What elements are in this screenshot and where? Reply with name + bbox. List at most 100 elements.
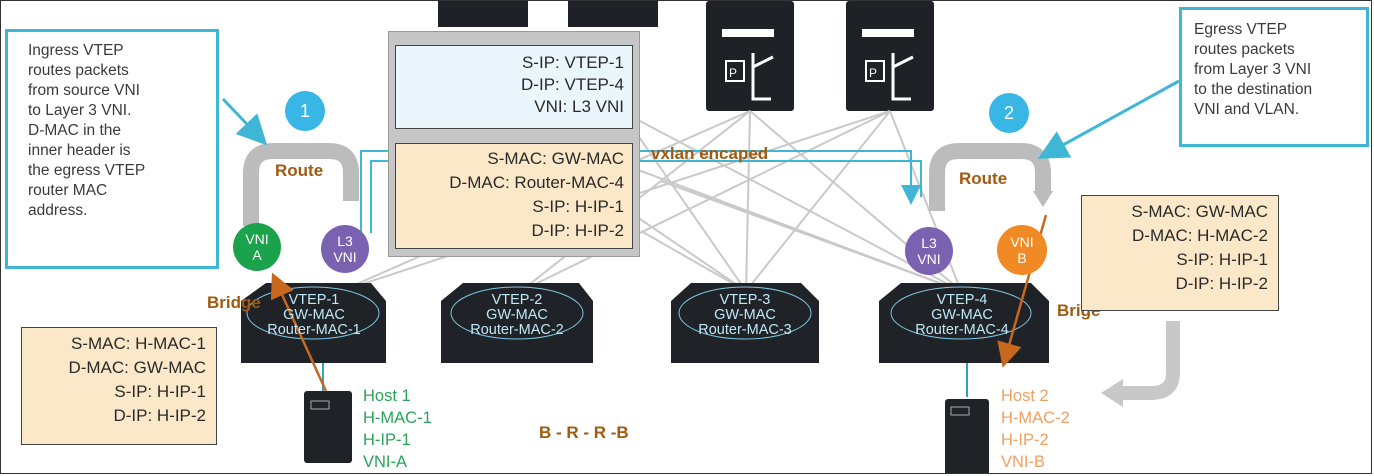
vni-a-line: A	[252, 247, 262, 263]
spine-switch-1	[438, 1, 528, 27]
vtep-4-label: VTEP-4 GW-MAC Router-MAC-4	[887, 293, 1037, 338]
host-line: VNI-B	[1001, 453, 1046, 471]
outer-header-line: D-IP: VTEP-4	[521, 75, 624, 94]
vxlan-tunnel-line-2	[370, 160, 922, 233]
callout-line: from Layer 3 VNI	[1194, 61, 1312, 78]
bridge-arrow-left	[270, 272, 328, 392]
delivery-arrow	[1119, 321, 1180, 400]
host-line: H-MAC-1	[363, 409, 432, 427]
callout-line: from source VNI	[28, 82, 140, 99]
vtep-line: VTEP-3	[719, 292, 771, 308]
callout-line: to Layer 3 VNI.	[28, 102, 132, 119]
step-2-badge: 2	[989, 93, 1029, 133]
spine-switch-3: P	[706, 1, 794, 111]
host-line: H-IP-2	[1001, 431, 1049, 449]
l3-vni-line: VNI	[917, 251, 941, 267]
host1-frame-header: S-MAC: H-MAC-1 D-MAC: GW-MAC S-IP: H-IP-…	[21, 327, 217, 445]
vtep-line: Router-MAC-2	[470, 322, 564, 338]
vtep-3-label: VTEP-3 GW-MAC Router-MAC-3	[670, 293, 820, 338]
sequence-label: B - R - R -B	[539, 423, 629, 442]
vtep-1-label: VTEP-1 GW-MAC Router-MAC-1	[239, 293, 389, 338]
header-line: S-IP: H-IP-1	[1176, 250, 1268, 269]
l3-vni-left-circle: L3 VNI	[321, 225, 369, 273]
vtep-line: Router-MAC-4	[915, 322, 1009, 338]
egress-callout: Egress VTEP routes packets from Layer 3 …	[1179, 7, 1369, 147]
route-arrow-left	[243, 143, 359, 226]
vni-a-circle: VNI A	[233, 223, 281, 271]
vtep-line: VTEP-2	[491, 292, 543, 308]
route-label-left: Route	[275, 161, 324, 180]
header-line: D-MAC: H-MAC-2	[1132, 226, 1268, 245]
inner-header-line: D-MAC: Router-MAC-4	[449, 173, 624, 192]
svg-text:P: P	[869, 66, 877, 80]
vxlan-label: vxlan encaped	[651, 144, 769, 163]
bridge-label-left: Bridge	[207, 293, 261, 312]
callout-line: address.	[28, 202, 88, 219]
host-line: Host 2	[1001, 387, 1049, 405]
header-line: D-IP: H-IP-2	[1175, 274, 1268, 293]
callout-line: D-MAC in the	[28, 122, 122, 139]
vtep-line: VTEP-4	[936, 292, 988, 308]
l3-vni-line: L3	[921, 235, 937, 251]
host2-frame-header: S-MAC: GW-MAC D-MAC: H-MAC-2 S-IP: H-IP-…	[1081, 195, 1279, 311]
callout-line: the egress VTEP	[28, 162, 146, 179]
host-line: H-MAC-2	[1001, 409, 1070, 427]
step-1-badge: 1	[285, 91, 325, 131]
vtep-2-label: VTEP-2 GW-MAC Router-MAC-2	[442, 293, 592, 338]
callout-line: VNI and VLAN.	[1194, 101, 1300, 118]
route-arrow-right	[929, 143, 1051, 211]
callout-line: routes packets	[28, 62, 129, 79]
route-label-right: Route	[959, 169, 1008, 188]
host-line: VNI-A	[363, 453, 408, 471]
l3-vni-line: L3	[337, 233, 353, 249]
egress-callout-arrow	[1037, 79, 1180, 159]
spine-switch-4: P	[846, 1, 934, 111]
l3-vni-line: VNI	[333, 249, 357, 265]
header-line: S-IP: H-IP-1	[114, 382, 206, 401]
outer-header-line: VNI: L3 VNI	[534, 97, 624, 116]
header-line: S-MAC: H-MAC-1	[70, 334, 206, 353]
vtep-line: GW-MAC	[931, 307, 993, 323]
vni-b-circle: VNI B	[997, 225, 1047, 275]
vtep-switch-3	[671, 283, 819, 363]
vtep-switch-1	[241, 283, 386, 363]
svg-text:P: P	[729, 66, 737, 80]
callout-line: Ingress VTEP	[28, 42, 124, 59]
l3-vni-right-circle: L3 VNI	[905, 227, 953, 275]
host-1-info: Host 1 H-MAC-1 H-IP-1 VNI-A	[363, 385, 432, 473]
vtep-line: VTEP-1	[288, 292, 340, 308]
inner-header-line: D-IP: H-IP-2	[531, 221, 624, 240]
vni-a-line: VNI	[245, 231, 269, 247]
outer-header: S-IP: VTEP-1 D-IP: VTEP-4 VNI: L3 VNI	[395, 45, 633, 129]
inner-header: S-MAC: GW-MAC D-MAC: Router-MAC-4 S-IP: …	[395, 143, 633, 249]
inner-header-line: S-MAC: GW-MAC	[487, 149, 624, 168]
inner-header-line: S-IP: H-IP-1	[532, 197, 624, 216]
outer-header-line: S-IP: VTEP-1	[521, 53, 624, 72]
callout-line: to the destination	[1194, 81, 1313, 98]
callout-line: inner header is	[28, 142, 131, 159]
vni-b-line: B	[1017, 250, 1027, 266]
callout-line: Egress VTEP	[1194, 21, 1288, 38]
ingress-callout: Ingress VTEP routes packets from source …	[5, 29, 219, 269]
host-2-info: Host 2 H-MAC-2 H-IP-2 VNI-B	[1001, 385, 1070, 473]
callout-line: routes packets	[1194, 41, 1295, 58]
spine-switch-2	[568, 1, 658, 27]
header-line: D-IP: H-IP-2	[113, 406, 206, 425]
host-2-server	[945, 399, 989, 473]
vtep-line: GW-MAC	[486, 307, 548, 323]
vtep-line: Router-MAC-1	[267, 322, 361, 338]
host-line: Host 1	[363, 387, 411, 405]
header-line: S-MAC: GW-MAC	[1131, 202, 1268, 221]
host-line: H-IP-1	[363, 431, 411, 449]
ingress-callout-arrow	[221, 97, 268, 146]
vtep-line: GW-MAC	[283, 307, 345, 323]
host-1-server	[304, 391, 352, 463]
header-line: D-MAC: GW-MAC	[68, 358, 206, 377]
vtep-line: Router-MAC-3	[698, 322, 792, 338]
vtep-switch-2	[441, 283, 593, 363]
vtep-line: GW-MAC	[714, 307, 776, 323]
callout-line: router MAC	[28, 182, 108, 199]
vni-b-line: VNI	[1010, 234, 1034, 250]
